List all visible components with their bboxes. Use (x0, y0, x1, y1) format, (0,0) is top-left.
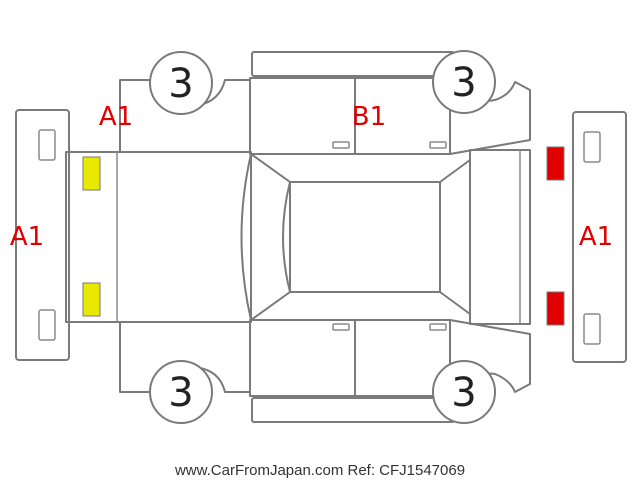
watermark-text: www.CarFromJapan.com Ref: CFJ1547069 (174, 462, 465, 479)
wheel-front-top-label: 3 (168, 61, 193, 107)
rear-bumper-slot-bottom (583, 313, 601, 345)
top-side-sill (251, 51, 455, 77)
front-lamp-top (82, 156, 101, 191)
bottom-front-door (249, 319, 356, 397)
roof-panel (289, 181, 441, 293)
bottom-side-sill (251, 397, 455, 423)
top-door-handle-rear (429, 141, 447, 149)
rear-lamp-top (546, 146, 565, 181)
wheel-rear-top-label: 3 (451, 60, 476, 106)
trunk-panel (469, 149, 531, 325)
wheel-front-bottom: 3 (149, 360, 213, 424)
rear-lamp-bottom (546, 291, 565, 326)
front-lamp-bottom (82, 282, 101, 317)
rear-window (439, 159, 471, 315)
front-bumper-slot-top (38, 129, 56, 161)
wheel-rear-top: 3 (432, 50, 496, 114)
damage-code-front-left: A1 (99, 102, 133, 132)
top-door-handle-front (332, 141, 350, 149)
rear-bumper-slot-top (583, 131, 601, 163)
windshield (240, 153, 291, 321)
damage-code-roof: B1 (352, 102, 386, 132)
wheel-rear-bottom: 3 (432, 360, 496, 424)
bottom-door-handle-rear (429, 323, 447, 331)
wheel-front-bottom-label: 3 (168, 370, 193, 416)
bottom-door-handle-front (332, 323, 350, 331)
damage-code-rear-bumper: A1 (579, 222, 613, 252)
rear-bumper (572, 111, 627, 363)
front-bumper-slot-bottom (38, 309, 56, 341)
damage-code-front-bumper: A1 (10, 222, 44, 252)
wheel-front-top: 3 (149, 51, 213, 115)
front-bumper (15, 109, 70, 361)
wheel-rear-bottom-label: 3 (451, 370, 476, 416)
